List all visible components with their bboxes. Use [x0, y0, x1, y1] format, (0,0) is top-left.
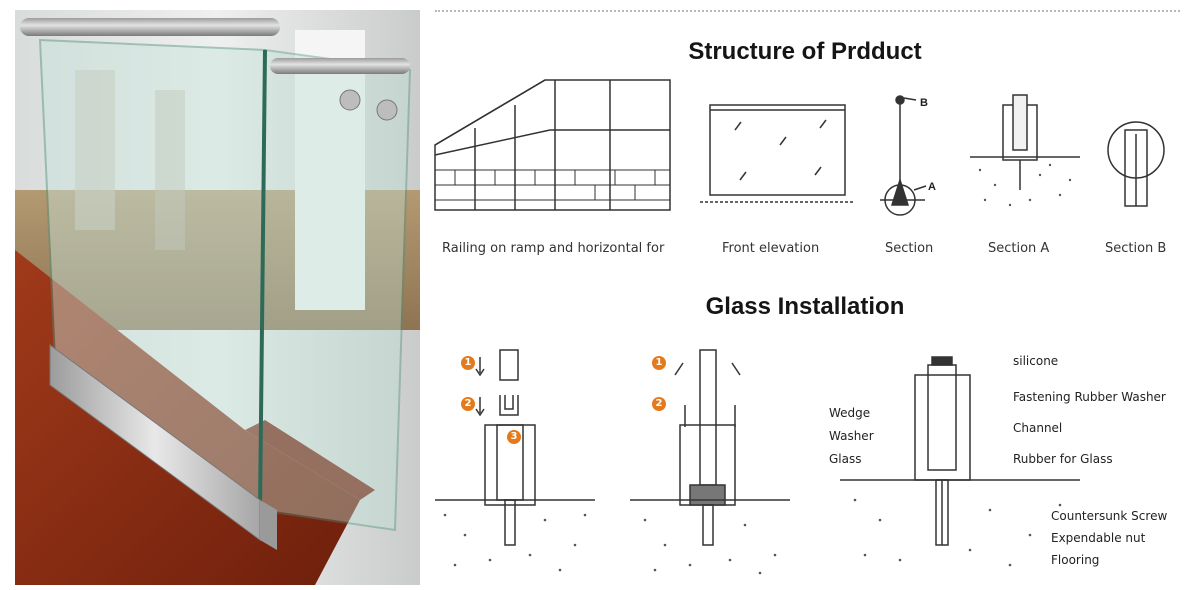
label-washer: Washer [829, 429, 874, 443]
diagram-panel: Structure of Prdduct [425, 0, 1200, 590]
structure-title: Structure of Prdduct [688, 38, 922, 65]
caption-ramp: Railing on ramp and horizontal for [442, 241, 665, 256]
label-countersunk-screw: Countersunk Screw [1051, 509, 1168, 523]
step-badge-5: 2 [652, 397, 666, 411]
step-badge-2: 2 [461, 397, 475, 411]
section-drawing: B A [880, 95, 936, 216]
label-wedge: Wedge [829, 406, 871, 420]
label-rubber-for-glass: Rubber for Glass [1013, 452, 1113, 466]
label-flooring: Flooring [1051, 553, 1100, 567]
labeled-assembly-drawing [840, 356, 1080, 567]
label-fastening-rubber-washer: Fastening Rubber Washer [1013, 390, 1166, 404]
caption-front-elevation: Front elevation [722, 241, 820, 256]
ramp-railing-drawing [434, 79, 671, 211]
label-silicone: silicone [1013, 354, 1059, 368]
glass-railing-photo [15, 10, 420, 585]
caption-section: Section [885, 241, 934, 256]
section-a-drawing [970, 94, 1080, 207]
dotted-divider [435, 10, 1180, 12]
front-elevation-drawing [700, 104, 855, 203]
label-expendable-nut: Expendable nut [1051, 531, 1146, 545]
step-badge-1: 1 [461, 356, 475, 370]
label-channel: Channel [1013, 421, 1063, 435]
caption-section-a: Section A [988, 241, 1050, 256]
installation-drawing-1 [435, 349, 595, 572]
product-photo [15, 10, 420, 585]
caption-section-b: Section B [1105, 241, 1167, 256]
step-badge-3: 3 [507, 430, 521, 444]
installation-title: Glass Installation [705, 293, 905, 320]
section-mark-b: B [920, 97, 928, 109]
section-mark-a: A [928, 181, 936, 193]
label-glass: Glass [829, 452, 862, 466]
step-badge-4: 1 [652, 356, 666, 370]
section-b-drawing [1107, 121, 1165, 207]
installation-drawing-2 [630, 349, 790, 575]
